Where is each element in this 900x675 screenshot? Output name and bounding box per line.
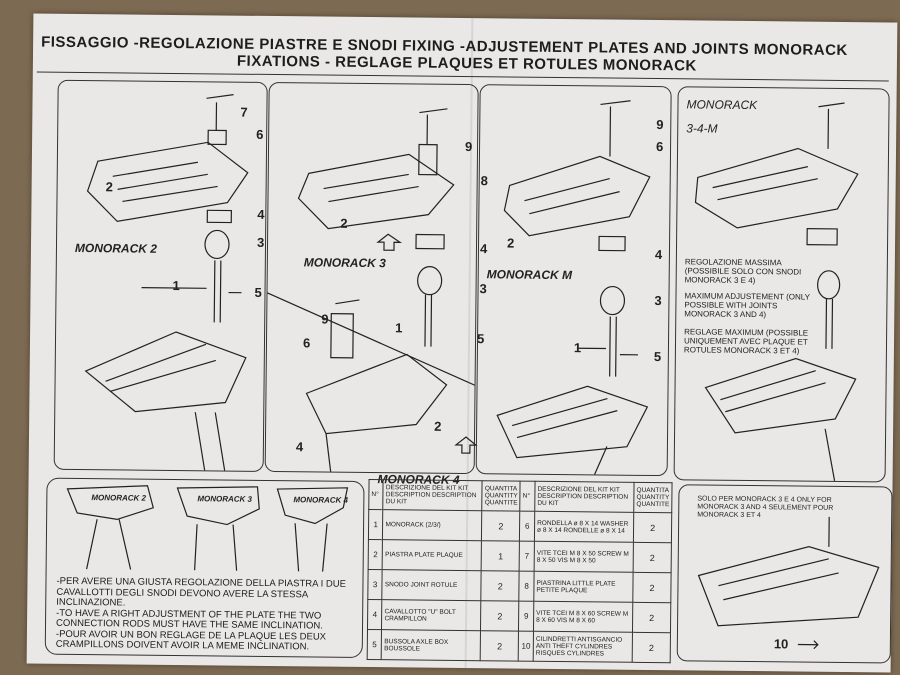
part-number: 9	[321, 311, 329, 327]
kit-header-qty: QUANTITA QUANTITY QUANTITE	[482, 480, 521, 512]
badge-monorack-3: MONORACK 3	[197, 494, 253, 504]
part-number-10: 10	[773, 636, 789, 652]
monorack-2-diagram	[84, 94, 249, 471]
kit-header-desc: DESCRIZIONE DEL KIT KIT DESCRIPTION DESC…	[534, 481, 635, 513]
panel-monorack-2: MONORACK 2 7 6 2 4 3 1 5	[53, 79, 268, 472]
part-number: 5	[653, 349, 662, 365]
part-number: 1	[573, 340, 582, 356]
panel-monorack-3-4: MONORACK 3 MONORACK 4 9 8 2 4 3 1 5 9 6 …	[264, 81, 488, 487]
kit-header-n: N°	[520, 481, 536, 512]
label-monorack-2: MONORACK 2	[74, 240, 158, 256]
part-number: 2	[434, 418, 442, 434]
part-10-diagram	[697, 516, 880, 650]
title-line-2: FIXATIONS - REGLAGE PLAQUES ET ROTULES M…	[236, 52, 697, 75]
part-number: 6	[655, 139, 664, 155]
instruction-sheet: FISSAGGIO -REGOLAZIONE PIASTRE E SNODI F…	[26, 13, 898, 673]
panel-inclination: MONORACK 2 MONORACK 3 MONORACK 4 -PER AV…	[44, 477, 365, 658]
part-number: 2	[340, 215, 348, 231]
panel-monorack-m: MONORACK M 9 6 2 4 3 1 5	[475, 84, 672, 477]
part-number: 5	[254, 284, 262, 300]
part-number: 6	[302, 335, 311, 351]
monorack-m-diagram	[496, 100, 651, 475]
part-number: 4	[654, 247, 663, 263]
inclination-diagram	[66, 485, 349, 572]
caption-it: -PER AVERE UNA GIUSTA REGOLAZIONE DELLA …	[56, 575, 347, 609]
badge-monorack-2: MONORACK 2	[91, 493, 147, 503]
part-number: 9	[656, 117, 664, 133]
kit-header-qty: QUANTITA QUANTITY QUANTITE	[633, 482, 673, 513]
part-number: 3	[256, 234, 265, 250]
inclination-caption: -PER AVERE UNA GIUSTA REGOLAZIONE DELLA …	[55, 575, 357, 654]
part-number: 1	[395, 320, 403, 336]
monorack-3-4-diagram	[267, 108, 478, 472]
part-number: 4	[295, 439, 304, 455]
panel-monorack-3-4-m: MONORACK 3-4-M REGOLAZIONE MASSIMA (POSS…	[673, 86, 890, 483]
note-maximum: MAXIMUM ADJUSTEMENT (ONLY POSSIBLE WITH …	[684, 291, 810, 320]
part-number: 2	[105, 179, 113, 195]
label-monorack-m: MONORACK M	[486, 267, 573, 283]
page-title: FISSAGGIO -REGOLAZIONE PIASTRE E SNODI F…	[41, 34, 891, 75]
part-number: 7	[240, 104, 248, 120]
part-number: 1	[172, 277, 180, 294]
kit-header-n: N°	[368, 479, 384, 510]
kit-header-desc: DESCRIZIONE DEL KIT KIT DESCRIPTION DESC…	[383, 479, 483, 511]
monorack-3-4-m-diagram	[694, 102, 859, 482]
note-regolazione: REGOLAZIONE MASSIMA (POSSIBILE SOLO CON …	[684, 257, 802, 286]
part-number: 3	[654, 293, 662, 309]
note-reglage: REGLAGE MAXIMUM (POSSIBLE UNIQUEMENT AVE…	[683, 327, 809, 356]
caption-fr: -POUR AVOIR UN BON REGLAGE DE LA PLAQUE …	[55, 628, 327, 653]
part-number: 9	[464, 139, 473, 155]
part-number: 4	[257, 206, 265, 222]
badge-monorack-4: MONORACK 4	[293, 495, 349, 505]
part-number: 2	[506, 235, 515, 251]
part-number: 6	[256, 126, 264, 142]
panel-part-10: SOLO PER MONORACK 3 E 4 ONLY FOR MONORAC…	[676, 484, 893, 664]
label-monorack-3: MONORACK 3	[303, 255, 386, 271]
kit-table: N° DESCRIZIONE DEL KIT KIT DESCRIPTION D…	[367, 479, 673, 663]
